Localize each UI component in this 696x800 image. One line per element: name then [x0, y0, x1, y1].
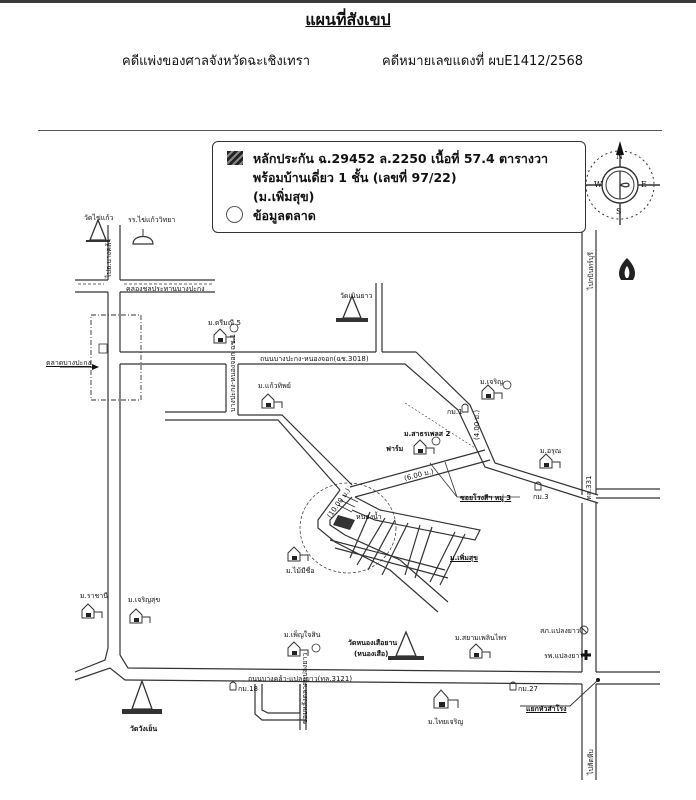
- pond-circle: [299, 482, 397, 574]
- label-wat-khaikaeo: วัดไข่แก้ว: [84, 214, 114, 222]
- market-area: [90, 314, 142, 401]
- label-village-permsuk: ม.เพิ่มสุข: [450, 554, 478, 562]
- legend-market-data: ข้อมูลตลาด: [253, 208, 316, 223]
- hospital-icon: [581, 650, 591, 660]
- label-to-kabinburi: ไปกบินทร์บุรี: [587, 251, 595, 290]
- road-bangkhla: [74, 647, 583, 730]
- label-village-sirichai: ม.แก้วทิพย์: [258, 382, 291, 390]
- police-icon: [579, 625, 589, 635]
- map-frame-top-line: [38, 130, 662, 131]
- legend-collateral-line2: พร้อมบ้านเดี่ยว 1 ชั้น (เลขที่ 97/22): [253, 170, 457, 185]
- compass-n: N: [616, 152, 623, 161]
- label-irrigation-canal: คลองชลประทานบางปะกง: [126, 285, 205, 293]
- label-village-phenlaoisin: ม.เพ็ญใจสิน: [284, 631, 321, 639]
- label-wat-nongsano: วัดหนองเสือยาน: [348, 639, 398, 647]
- label-km-3: กม.3: [533, 493, 549, 501]
- km-marker-icons: [229, 403, 542, 691]
- court-case-label: คดีแพ่งของศาลจังหวัดฉะเชิงเทรา: [122, 54, 311, 69]
- collateral-hatch-swatch: [227, 151, 243, 165]
- label-km-18: กม.18: [238, 685, 258, 693]
- school-icon: [132, 229, 154, 245]
- label-road-bangkhla: ถนนบางคล้า-แปลงยาว(ทล.3121): [248, 675, 353, 683]
- label-police: สภ.แปลงยาว: [540, 627, 580, 635]
- label-side-road: บางปะกง-หนองจอก ฉช.1: [229, 333, 237, 412]
- compass-w: W: [594, 180, 603, 189]
- label-village-rachani: ม.ราชานี: [80, 592, 108, 600]
- label-wat-nongsano-sub: (หนองเสือ): [354, 650, 389, 658]
- irrigation-canal: [75, 279, 215, 293]
- temple-icon-khaikaeo: [86, 218, 110, 242]
- label-intersection: แยกหัวสำโรง: [526, 705, 567, 713]
- road-bangpakong: [120, 283, 599, 504]
- label-soi-mu3: ซอยโรงสีฯ หมู่ 3: [460, 494, 512, 502]
- road-side-vertical: [165, 364, 353, 491]
- label-village-sangthong: ม.สาธรเพลส 2: [404, 430, 451, 438]
- road-left-vertical: [107, 225, 121, 655]
- label-road-bangpakong: ถนนบางปะกง-หนองจอก(ฉช.3018): [260, 355, 369, 363]
- label-to-sattahip: ไปสัตหีบ: [587, 749, 595, 775]
- label-village-arun: ม.อรุณ: [540, 447, 562, 455]
- numbered-markers: [229, 323, 512, 653]
- road-331: [581, 230, 660, 780]
- label-km-27: กม.27: [518, 685, 538, 693]
- village-permsuk-roads: [317, 489, 481, 613]
- label-hospital: รพ.แปลงยาว: [544, 652, 584, 660]
- compass-s: S: [616, 207, 622, 216]
- label-village-siam: ม.สยามเพลินไพร: [455, 634, 507, 642]
- label-village-5: ม.ตรีมณี 5: [208, 319, 241, 327]
- case-number-label: คดีหมายเลขแดงที่ ผบE1412/2568: [382, 54, 583, 69]
- label-village-chareon: ม.เจริญ: [480, 378, 504, 386]
- house-icons: [81, 328, 561, 709]
- label-to-bangkhla: ไปอ.บางคล้า: [105, 238, 113, 278]
- compass-e: E: [641, 180, 647, 189]
- market-data-circle-icon: [226, 206, 243, 223]
- label-school: รร.ไข่แก้ววิทยา: [128, 216, 176, 224]
- label-wat-nongyao: วัดเนินยาว: [340, 292, 373, 300]
- label-side-road-bottom: ซอยหลังตลาดแปลงยาว: [301, 652, 309, 724]
- label-market: ตลาดบางปะกง: [46, 359, 91, 367]
- label-km-1: กม.1: [447, 408, 463, 416]
- label-wat-wangyen: วัดวังเย็น: [130, 725, 158, 733]
- temple-icon-nongsano: [388, 630, 424, 660]
- top-border: [0, 0, 696, 3]
- legend-collateral-line3: (ม.เพิ่มสุข): [253, 189, 315, 204]
- label-road-331: ทล.331: [585, 475, 593, 501]
- flame-logo-icon: [619, 258, 635, 280]
- label-farm: ฟาร์ม: [386, 445, 404, 453]
- soi-mu-3: [349, 402, 520, 498]
- temple-icon-nongyao: [336, 294, 368, 322]
- label-village-bottom: ม.ไทยเจริญ: [428, 718, 464, 726]
- legend-box: หลักประกัน ฉ.29452 ล.2250 เนื้อที่ 57.4 …: [212, 141, 586, 233]
- document-title: แผนที่สังเขป: [305, 10, 391, 29]
- temple-icon-wangyen: [122, 679, 162, 714]
- legend-collateral-line1: หลักประกัน ฉ.29452 ล.2250 เนื้อที่ 57.4 …: [253, 151, 549, 166]
- label-village-charoensuk: ม.เจริญสุข: [128, 596, 161, 604]
- label-village-maimi: ม.ไม้มีชื่อ: [286, 567, 315, 575]
- label-pond: หนองน้ำ: [356, 513, 382, 521]
- label-width-4m: (4.00 ม.): [473, 409, 481, 440]
